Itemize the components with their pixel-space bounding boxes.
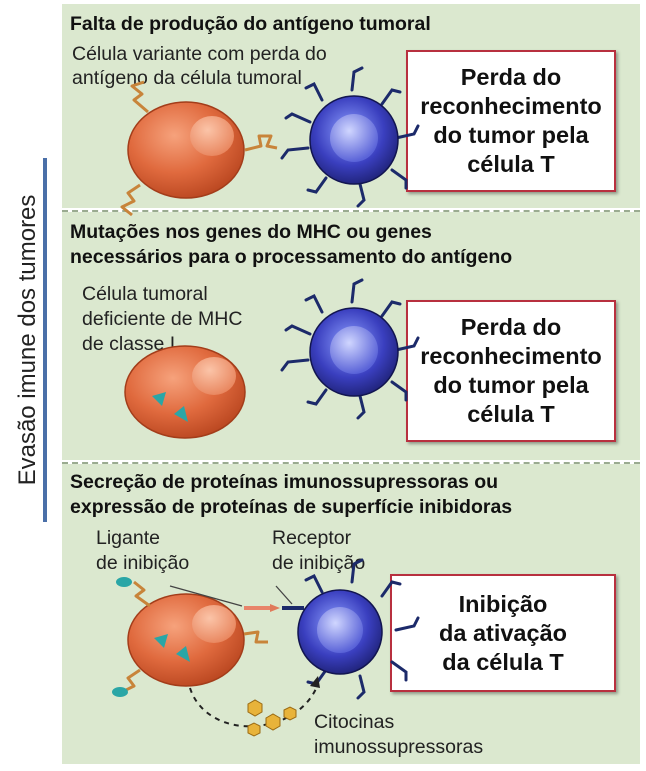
panel-2-heading-line-2: necessários para o processamento do antí… xyxy=(70,246,513,268)
panel-divider xyxy=(62,210,640,212)
panel-2-cell-label-line-2: deficiente de MHC xyxy=(82,308,243,330)
panel-2-heading-line-1: Mutações nos genes do MHC ou genes xyxy=(70,221,432,243)
label-pointer-lines xyxy=(169,585,293,607)
t-cell xyxy=(280,278,420,420)
ligand-label-line-2: de inibição xyxy=(96,552,190,574)
cytokine-molecules xyxy=(247,699,297,737)
panel-2-cell-label-line-1: Célula tumoral xyxy=(82,283,208,305)
result-line: do tumor pela xyxy=(433,372,589,398)
panel-1-result-box: Perda do reconhecimento do tumor pela cé… xyxy=(406,50,616,192)
inhibitory-tumor-cell xyxy=(127,593,245,687)
t-cell xyxy=(280,66,420,208)
panel-1-cell-label-line-2: antígeno da célula tumoral xyxy=(72,67,302,89)
result-line: da célula T xyxy=(442,648,564,675)
ligand-label-line-1: Ligante xyxy=(96,527,160,549)
panel-3-result-box: Inibição da ativação da célula T xyxy=(390,574,616,692)
cytokine-label-line-2: imunossupressoras xyxy=(314,736,484,758)
variant-tumor-cell xyxy=(127,101,245,199)
result-line: reconhecimento xyxy=(420,343,602,369)
panel-divider xyxy=(62,462,640,464)
panel-3-heading-line-2: expressão de proteínas de superfície ini… xyxy=(70,496,513,518)
result-line: Inibição xyxy=(458,590,548,617)
inhibitory-ligand-molecules xyxy=(112,577,270,697)
result-line: Perda do xyxy=(460,314,562,340)
side-label: Evasão imune dos tumores xyxy=(8,158,48,522)
result-line: célula T xyxy=(467,151,555,177)
t-cell xyxy=(297,558,420,700)
receptor-label-line-2: de inibição xyxy=(272,552,366,574)
result-line: reconhecimento xyxy=(420,93,602,119)
mhc-deficient-tumor-cell xyxy=(124,345,246,439)
receptor-label-line-1: Receptor xyxy=(272,527,352,549)
result-line: célula T xyxy=(467,401,555,427)
panel-3-heading-line-1: Secreção de proteínas imunossupressoras … xyxy=(70,471,499,493)
panel-2-result-box: Perda do reconhecimento do tumor pela cé… xyxy=(406,300,616,442)
panel-1-heading: Falta de produção do antígeno tumoral xyxy=(70,13,431,35)
result-line: do tumor pela xyxy=(433,122,589,148)
panel-1-cell-label-line-1: Célula variante com perda do xyxy=(72,43,327,65)
cytokine-secretion-arrow xyxy=(189,676,320,728)
panel-2-cell-label-line-3: de classe I xyxy=(82,333,176,355)
tumor-antigen-molecule xyxy=(120,80,278,217)
result-line: Perda do xyxy=(460,64,562,90)
cytokine-label-line-1: Citocinas xyxy=(314,711,395,733)
side-bracket xyxy=(43,158,47,522)
result-line: da ativação xyxy=(438,619,567,646)
inhibitory-receptor xyxy=(270,604,304,612)
